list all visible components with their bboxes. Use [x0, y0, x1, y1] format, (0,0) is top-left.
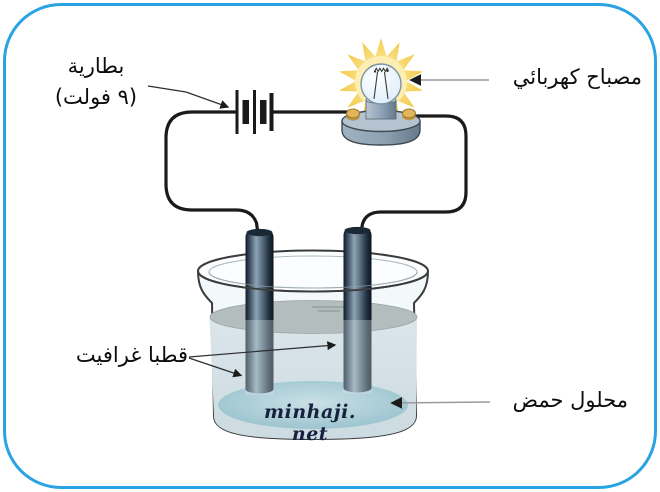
battery-symbol-icon — [235, 90, 274, 134]
lamp-label: مصباح كهربائي — [512, 65, 642, 89]
wire-battery-to-left-electrode — [164, 110, 260, 236]
lamp-base — [341, 109, 421, 146]
acid-solution-label: محلول حمض — [512, 388, 628, 412]
electrodes-label: قطبا غرافيت — [75, 343, 188, 367]
watermark-text: minhaji. net — [264, 401, 356, 445]
graphite-electrode-right — [343, 226, 372, 393]
rounded-border-frame — [3, 3, 657, 489]
brass-terminal-right-icon — [402, 108, 416, 121]
battery-leader-arrow — [147, 85, 230, 109]
liquid-surface — [209, 300, 418, 334]
acid-leader-arrow — [390, 396, 491, 409]
beaker-rim-front — [197, 270, 429, 293]
battery-label-line1: بطارية — [67, 54, 125, 78]
electrodes-leader-arrow-right — [188, 341, 337, 358]
battery-label: بطارية (٩ فولت) — [46, 51, 146, 113]
light-bulb-icon — [360, 63, 402, 105]
lamp-assembly — [341, 63, 421, 146]
electrodes-leader-arrow-left — [188, 357, 243, 378]
battery-label-line2: (٩ فولت) — [54, 85, 138, 109]
beaker — [197, 226, 429, 441]
wire-lamp-to-right-electrode — [359, 114, 468, 234]
brass-terminal-left-icon — [346, 108, 360, 121]
